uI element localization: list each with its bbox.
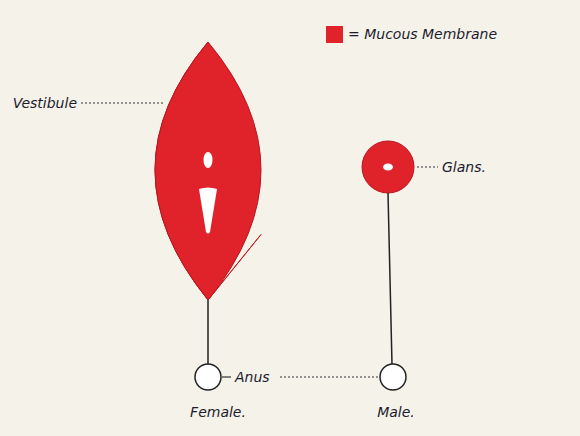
anus-circle bbox=[195, 364, 221, 390]
part-label: Anus bbox=[235, 369, 270, 386]
anus-circle bbox=[380, 364, 406, 390]
leader-line bbox=[417, 167, 438, 168]
meatus-opening bbox=[383, 164, 393, 171]
leader-line bbox=[222, 376, 231, 377]
vaginal-opening bbox=[199, 188, 217, 234]
part-label: Vestibule bbox=[13, 95, 77, 112]
legend-text: = Mucous Membrane bbox=[348, 26, 497, 43]
perineum-line bbox=[388, 193, 392, 364]
sex-label: Male. bbox=[377, 404, 415, 421]
vestibule-shape bbox=[155, 42, 261, 300]
leader-line bbox=[81, 103, 164, 104]
glans-shape bbox=[362, 141, 414, 193]
part-label: Glans. bbox=[442, 159, 486, 176]
legend-swatch bbox=[326, 26, 343, 43]
perineum-line bbox=[207, 300, 209, 364]
urethral-opening bbox=[204, 152, 213, 168]
leader-line bbox=[280, 377, 378, 378]
sex-label: Female. bbox=[190, 404, 246, 421]
vestibule-shape bbox=[155, 42, 261, 300]
